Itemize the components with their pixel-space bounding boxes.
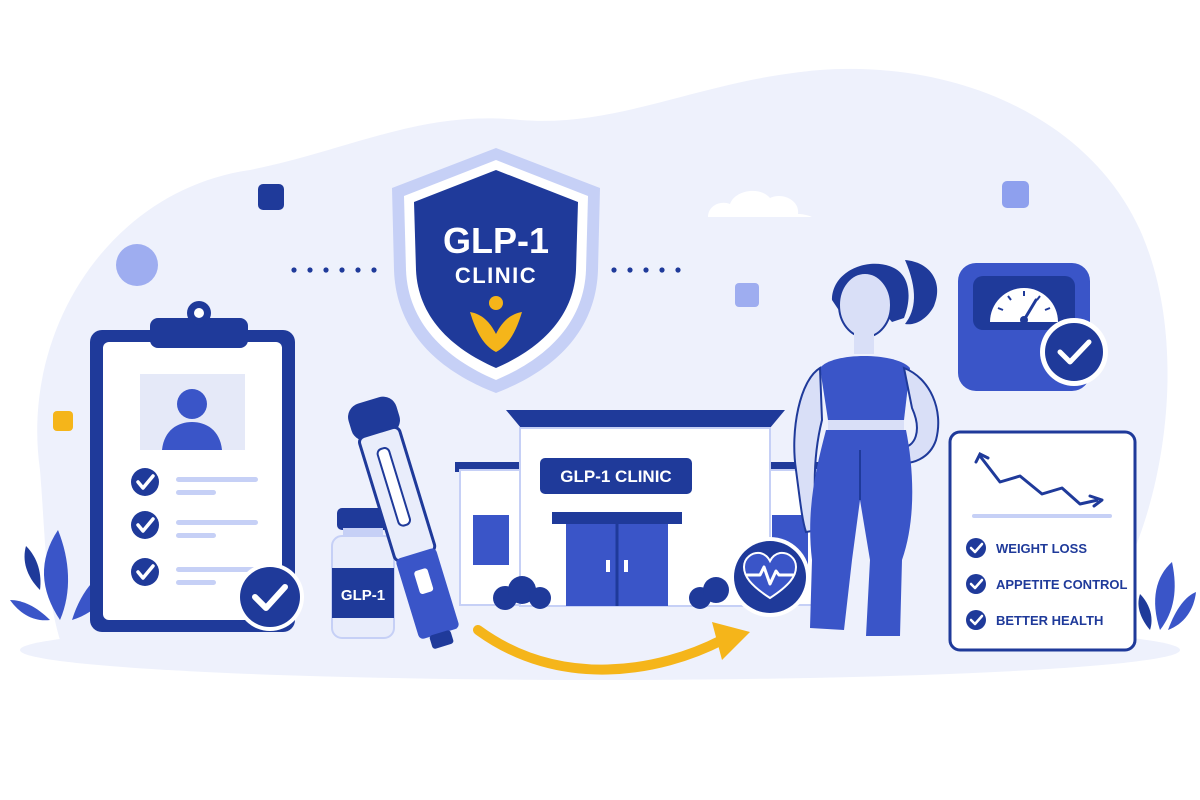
bushes <box>493 576 729 610</box>
decor-square <box>53 411 73 431</box>
clipboard-icon <box>90 301 304 632</box>
vial-label: GLP-1 <box>341 587 385 604</box>
check-icon <box>966 610 986 630</box>
building-sign <box>540 458 692 494</box>
cloud-icon <box>708 190 812 217</box>
injection-pen-icon <box>348 396 459 649</box>
benefit-row: APPETITE CONTROL <box>966 574 1128 594</box>
building-sign-text: GLP-1 CLINIC <box>560 467 671 486</box>
dotted-connector-left <box>291 267 377 273</box>
medication-vial: GLP-1 <box>331 508 395 639</box>
leaves-right <box>1138 562 1196 630</box>
declining-chart-icon <box>972 451 1112 518</box>
check-icon <box>966 574 986 594</box>
badge-subtitle: CLINIC <box>455 263 537 288</box>
badge-title: GLP-1 <box>443 220 549 261</box>
check-icon <box>131 468 159 496</box>
progress-arrow-icon <box>473 622 750 675</box>
check-icon <box>131 511 159 539</box>
benefit-label: WEIGHT LOSS <box>996 541 1087 556</box>
approved-check-badge <box>236 563 304 631</box>
decor-square <box>735 283 759 307</box>
benefits-card: WEIGHT LOSS APPETITE CONTROL BETTER HEAL… <box>948 430 1137 652</box>
dotted-connector-right <box>611 267 681 273</box>
benefit-row: WEIGHT LOSS <box>966 538 1087 558</box>
benefit-label: BETTER HEALTH <box>996 613 1103 628</box>
fit-woman-figure <box>793 260 940 636</box>
heartbeat-icon <box>730 537 810 617</box>
check-icon <box>1040 318 1108 386</box>
decor-square <box>258 184 284 210</box>
benefit-label: APPETITE CONTROL <box>996 577 1128 592</box>
decor-square <box>1002 181 1029 208</box>
scale-icon <box>958 263 1108 391</box>
clinic-shield-badge: GLP-1 CLINIC <box>392 148 600 393</box>
decor-circle <box>116 244 158 286</box>
benefit-row: BETTER HEALTH <box>966 610 1103 630</box>
checklist <box>131 468 258 586</box>
check-icon <box>966 538 986 558</box>
check-icon <box>131 558 159 586</box>
avatar-icon <box>177 389 207 419</box>
person-emblem-icon <box>470 296 522 352</box>
